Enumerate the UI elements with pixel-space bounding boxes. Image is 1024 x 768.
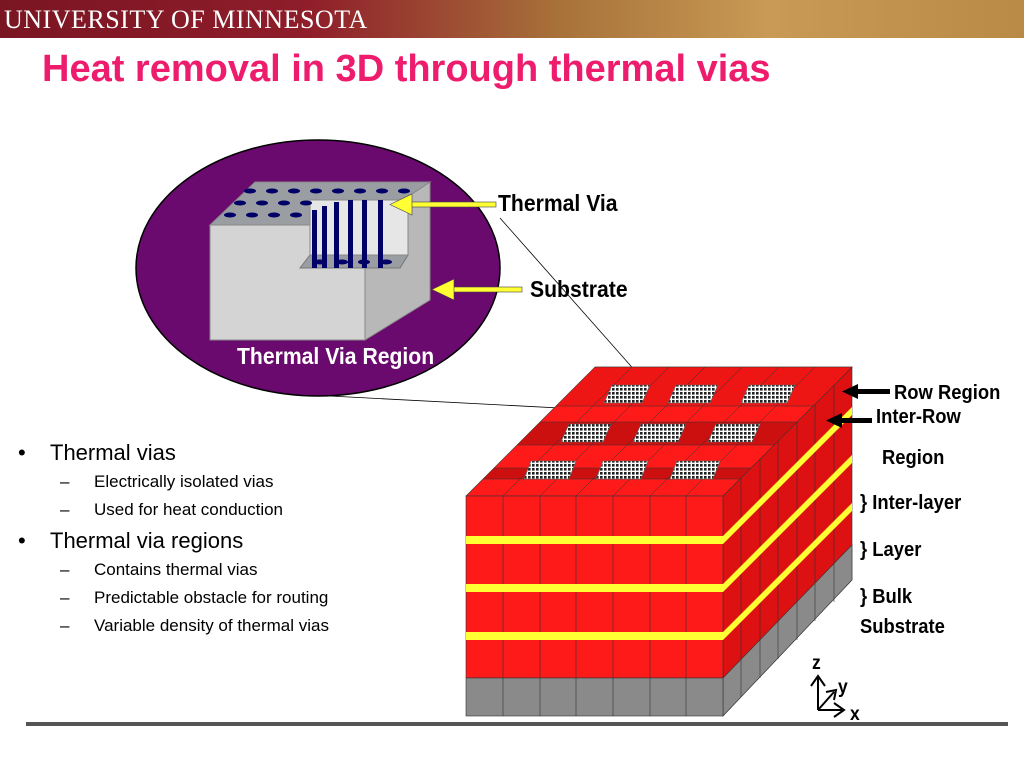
substrate-arrow xyxy=(431,278,523,301)
inset-vertical-vias xyxy=(312,200,383,268)
thermal-via-label: Thermal Via xyxy=(498,190,618,216)
substrate-label: Substrate xyxy=(530,276,628,302)
inset-via-holes xyxy=(224,188,410,265)
bullet-item: •Thermal via regions xyxy=(18,528,244,553)
inset-block xyxy=(208,181,432,341)
sub-bullet-item: –Electrically isolated vias xyxy=(60,472,274,491)
university-banner: UNIVERSITY OF MINNESOTA xyxy=(0,0,1024,38)
sub-bullet-item: –Predictable obstacle for routing xyxy=(60,588,329,607)
bulk-substrate-label: Substrate xyxy=(860,616,945,638)
sub-bullet-item: –Contains thermal vias xyxy=(60,560,258,579)
axis-z-label: z xyxy=(812,653,821,674)
layer-label: } Layer xyxy=(860,539,922,561)
bottom-divider xyxy=(26,722,1008,726)
zoom-line-right xyxy=(499,217,646,383)
sub-bullet-item: –Variable density of thermal vias xyxy=(60,616,329,635)
inter-row-region-label: Region xyxy=(882,447,945,469)
inter-layer-label: } Inter-layer xyxy=(860,492,962,514)
zoom-line-left xyxy=(329,395,599,411)
bulk-label: } Bulk xyxy=(860,586,913,608)
axis-y-label: y xyxy=(838,677,848,698)
bullet-list: •Thermal vias –Electrically isolated via… xyxy=(18,440,438,644)
sub-bullet-item: –Used for heat conduction xyxy=(60,500,284,519)
top-via-grids xyxy=(523,384,796,480)
inter-row-label: Inter-Row xyxy=(876,406,961,428)
stack-3d xyxy=(465,366,853,717)
row-region-label: Row Region xyxy=(894,382,1001,404)
axes-icon xyxy=(810,674,846,718)
university-name: UNIVERSITY OF MINNESOTA xyxy=(4,5,368,34)
axis-x-label: x xyxy=(850,704,860,725)
thermal-via-arrow xyxy=(389,193,497,216)
inter-row-arrow xyxy=(826,413,872,428)
bullet-item: •Thermal vias xyxy=(18,440,176,465)
thermal-via-region-label: Thermal Via Region xyxy=(237,343,435,369)
row-region-arrow xyxy=(842,384,890,399)
slide-title: Heat removal in 3D through thermal vias xyxy=(42,48,771,90)
